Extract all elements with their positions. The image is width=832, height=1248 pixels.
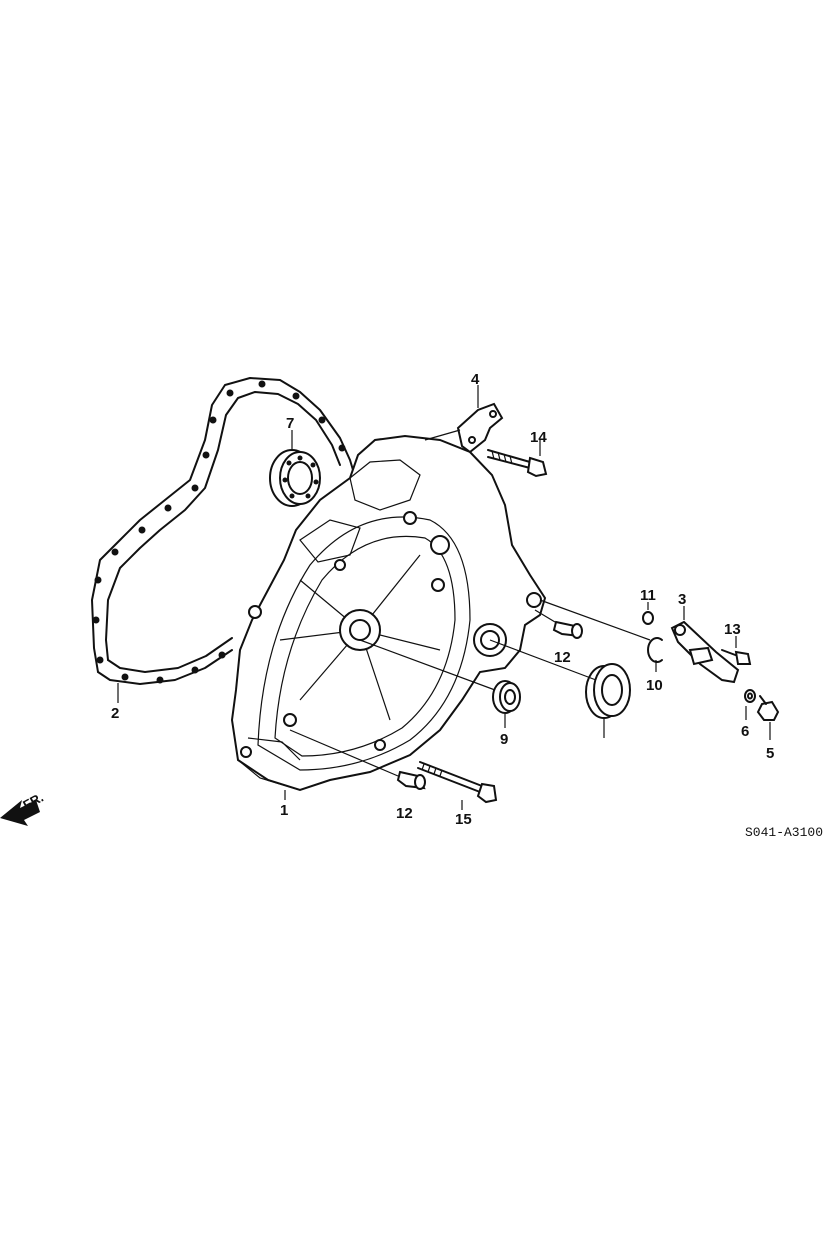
snap-ring-part-10: [539, 599, 663, 672]
callout-1: 1: [280, 802, 288, 819]
callout-9: 9: [500, 731, 508, 748]
dowel-pin-part-12-upper: [534, 609, 583, 639]
shift-lever-part-3: [670, 606, 740, 684]
callout-5: 5: [766, 745, 774, 762]
clutch-housing-part-1: [230, 434, 547, 800]
dowel-pin-part-12-lower: [289, 729, 426, 790]
callout-15: 15: [455, 811, 472, 828]
callout-4: 4: [471, 371, 480, 388]
bolt-part-13: [721, 636, 752, 665]
callout-13: 13: [724, 621, 741, 638]
callout-2: 2: [111, 705, 119, 722]
washer-part-6: [744, 689, 756, 720]
callout-labels: 1 2 3 4 5 6 7 9 10 11 12 12 13 14 15: [111, 371, 774, 828]
bolt-part-14: [487, 440, 548, 478]
bracket-part-4: [424, 385, 504, 454]
diagram-code: S041-A3100: [745, 825, 823, 840]
callout-3: 3: [678, 591, 686, 608]
oil-seal-part-9: [359, 639, 521, 728]
front-direction-arrow-icon: FR.: [0, 790, 46, 826]
bearing-part-7: [269, 430, 321, 507]
callout-6: 6: [741, 723, 749, 740]
gasket-part-2: [91, 377, 357, 703]
o-ring-part-11: [642, 602, 654, 625]
oil-seal-large: [489, 639, 631, 738]
callout-7: 7: [286, 415, 294, 432]
callout-10: 10: [646, 677, 663, 694]
callout-12-lower: 12: [396, 805, 413, 822]
plug-bolt-part-5: [756, 695, 780, 740]
bolt-part-15: [417, 761, 498, 810]
callout-12-upper: 12: [554, 649, 571, 666]
callout-14: 14: [530, 429, 547, 446]
callout-11: 11: [640, 587, 656, 604]
